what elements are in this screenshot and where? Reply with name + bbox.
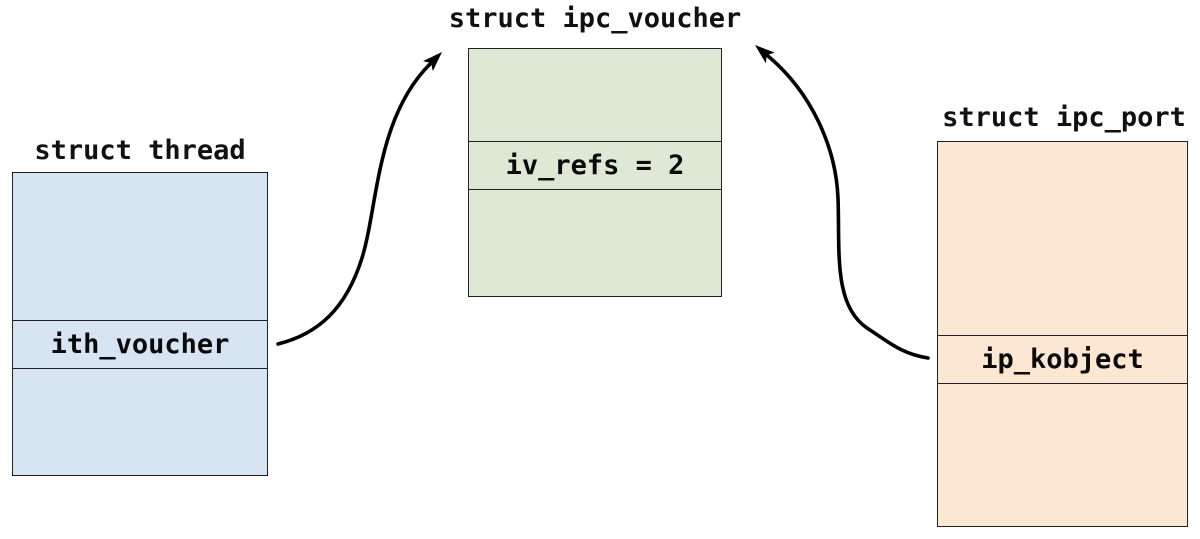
struct-thread-box: ith_voucher <box>12 172 268 476</box>
struct-ipc-port-title: struct ipc_port <box>942 102 1186 133</box>
ip-kobject-field-label: ip_kobject <box>981 344 1144 375</box>
struct-thread-row-top <box>13 173 267 320</box>
struct-ipc-voucher-row-top <box>469 49 721 141</box>
struct-ipc-port-row-bottom <box>938 384 1187 526</box>
struct-ipc-voucher-row-bottom <box>469 190 721 296</box>
struct-ipc-port-box: ip_kobject <box>937 141 1188 527</box>
struct-ipc-port-row-top <box>938 142 1187 335</box>
struct-ipc-port-field-row: ip_kobject <box>938 335 1187 384</box>
struct-thread-row-bottom <box>13 369 267 475</box>
arrow-thread-to-voucher-icon <box>276 51 443 346</box>
struct-ipc-voucher-box: iv_refs = 2 <box>468 48 722 297</box>
struct-ipc-voucher-title: struct ipc_voucher <box>448 3 742 34</box>
arrow-port-to-voucher-icon <box>754 45 930 360</box>
struct-thread-title: struct thread <box>34 135 246 166</box>
ith-voucher-field-label: ith_voucher <box>50 329 230 360</box>
iv-refs-field-label: iv_refs = 2 <box>505 150 685 181</box>
struct-ipc-voucher-field-row: iv_refs = 2 <box>469 141 721 190</box>
struct-thread-field-row: ith_voucher <box>13 320 267 369</box>
